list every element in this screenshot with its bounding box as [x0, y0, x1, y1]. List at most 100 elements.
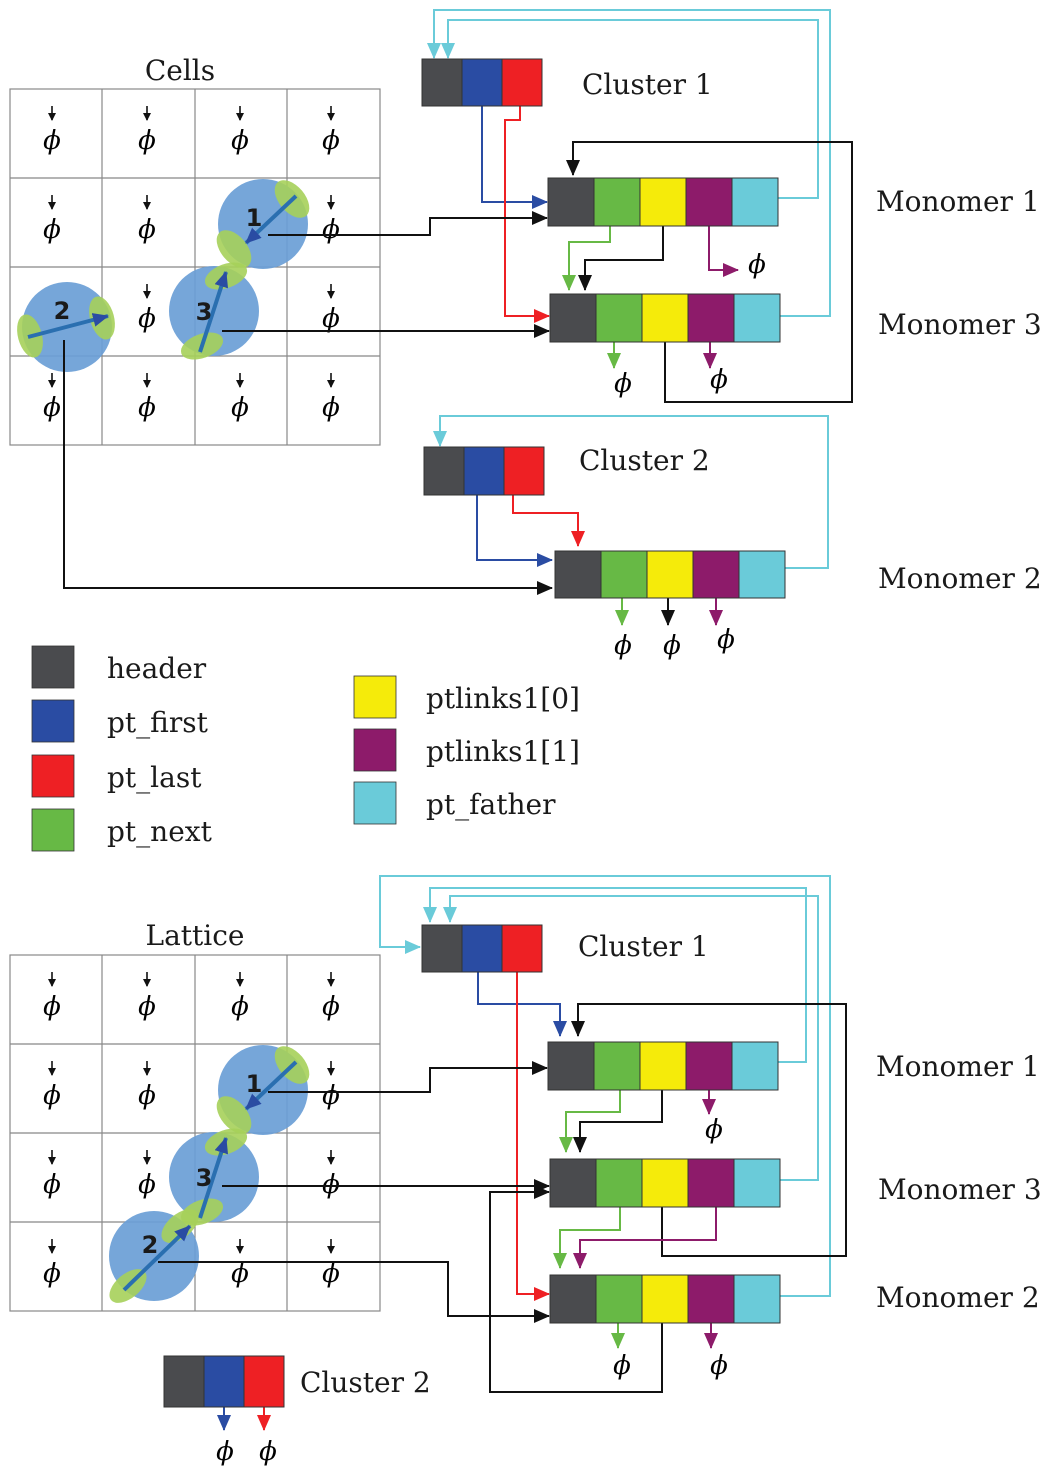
lattice-grid-title: Lattice	[146, 919, 245, 952]
top-monomer-3-struct-header-field	[549, 293, 597, 343]
particle-1-label: 1	[246, 1070, 263, 1098]
bottom-monomer-1-struct	[547, 1041, 779, 1091]
top-monomer-2-struct-pt_next-field	[600, 550, 648, 599]
bottom-monomer-2-struct-ptlinks0-field	[641, 1274, 689, 1324]
null-symbol: ϕ	[231, 126, 249, 156]
null-symbol: ϕ	[322, 1259, 340, 1289]
legend-label-header: header	[107, 652, 207, 685]
top-cluster-2-struct-pt_first-field	[463, 446, 505, 496]
bottom-cluster-2-struct-header-field	[163, 1355, 205, 1408]
legend-swatch-pt_father	[353, 781, 397, 825]
bottom-monomer-1-struct-ptlinks1-field	[685, 1041, 733, 1091]
null-symbol: ϕ	[138, 393, 156, 423]
legend-swatch-ptlinks1	[353, 728, 397, 772]
particle-3-label: 3	[196, 1164, 213, 1192]
legend-label-pt_father: pt_father	[426, 788, 556, 821]
top-monomer-3-struct-ptlinks1-field	[687, 293, 735, 343]
top-monomer-3-struct-pt_father-field	[733, 293, 781, 343]
bottom-cluster-2-struct	[163, 1355, 285, 1408]
null-symbol: ϕ	[231, 1259, 249, 1289]
null-symbol: ϕ	[322, 126, 340, 156]
legend-swatch-header	[31, 645, 75, 689]
null-symbol: ϕ	[322, 304, 340, 334]
top-monomer-2-label: Monomer 2	[878, 562, 1042, 595]
null-symbol: ϕ	[43, 393, 61, 423]
top-cluster-2-struct	[423, 446, 545, 496]
top-cluster-2-label: Cluster 2	[579, 444, 710, 477]
null-symbol: ϕ	[748, 250, 766, 280]
top-monomer-1-struct-ptlinks1-field	[685, 177, 733, 227]
null-symbol: ϕ	[322, 215, 340, 245]
cells-grid-title: Cells	[145, 54, 215, 87]
null-symbol: ϕ	[43, 1170, 61, 1200]
particle-2-label: 2	[142, 1231, 159, 1259]
top-monomer-2-struct-ptlinks1-field	[692, 550, 740, 599]
null-symbol: ϕ	[259, 1437, 277, 1467]
null-symbol: ϕ	[216, 1437, 234, 1467]
top-monomer-2-struct-pt_father-field	[738, 550, 786, 599]
top-monomer-1-struct	[547, 177, 779, 227]
null-symbol: ϕ	[717, 625, 735, 655]
bottom-monomer-3-struct-header-field	[549, 1158, 597, 1208]
top-cluster-1-struct	[421, 58, 543, 107]
bottom-cluster-1-struct-pt_first-field	[461, 924, 503, 973]
top-cluster-1-struct-header-field	[421, 58, 463, 107]
null-symbol: ϕ	[138, 1170, 156, 1200]
null-symbol: ϕ	[231, 393, 249, 423]
top-cluster-2-struct-pt_last-field	[503, 446, 545, 496]
legend-swatch-pt_first	[31, 699, 75, 743]
null-symbol: ϕ	[322, 393, 340, 423]
top-monomer-3-struct-ptlinks0-field	[641, 293, 689, 343]
bottom-monomer-3-struct	[549, 1158, 781, 1208]
null-symbol: ϕ	[231, 992, 249, 1022]
null-symbol: ϕ	[710, 365, 728, 395]
top-monomer-1-struct-pt_father-field	[731, 177, 779, 227]
bottom-monomer-1-struct-pt_next-field	[593, 1041, 641, 1091]
particle-3-top: 3	[169, 262, 259, 360]
null-symbol: ϕ	[663, 631, 681, 661]
bottom-monomer-1-struct-pt_father-field	[731, 1041, 779, 1091]
null-symbol: ϕ	[43, 1259, 61, 1289]
null-symbol: ϕ	[613, 1351, 631, 1381]
top-cluster-1-struct-pt_first-field	[461, 58, 503, 107]
null-symbol: ϕ	[614, 369, 632, 399]
legend-swatch-pt_next	[31, 808, 75, 852]
legend-label-pt_next: pt_next	[107, 815, 213, 848]
particle-2-bottom: 2	[109, 1209, 199, 1303]
null-symbol: ϕ	[138, 215, 156, 245]
null-symbol: ϕ	[43, 1081, 61, 1111]
top-monomer-3-struct	[549, 293, 781, 343]
top-cluster-1-struct-pt_last-field	[501, 58, 543, 107]
bottom-cluster-2-struct-pt_last-field	[243, 1355, 285, 1408]
bottom-cluster-2-label: Cluster 2	[300, 1366, 431, 1399]
bottom-pointer-links	[158, 875, 847, 1431]
legend-label-pt_last: pt_last	[107, 761, 202, 794]
null-symbol: ϕ	[43, 126, 61, 156]
bottom-monomer-2-struct-pt_father-field	[733, 1274, 781, 1324]
null-symbol: ϕ	[710, 1351, 728, 1381]
bottom-monomer-3-struct-pt_father-field	[733, 1158, 781, 1208]
bottom-monomer-3-struct-ptlinks1-field	[687, 1158, 735, 1208]
bottom-monomer-2-struct	[549, 1274, 781, 1324]
null-symbol: ϕ	[138, 126, 156, 156]
cells-grid	[9, 88, 381, 446]
null-symbol: ϕ	[322, 992, 340, 1022]
legend-label-ptlinks1: ptlinks1[1]	[426, 735, 580, 768]
particle-3-label: 3	[196, 298, 213, 326]
bottom-monomer-3-struct-pt_next-field	[595, 1158, 643, 1208]
null-symbol: ϕ	[43, 215, 61, 245]
top-cluster-2-struct-header-field	[423, 446, 465, 496]
top-monomer-2-struct	[554, 550, 786, 599]
bottom-cluster-2-struct-pt_first-field	[203, 1355, 245, 1408]
bottom-monomer-3-struct-ptlinks0-field	[641, 1158, 689, 1208]
null-symbol: ϕ	[614, 631, 632, 661]
particle-1-bottom: 1	[216, 1045, 310, 1135]
legend-label-ptlinks0: ptlinks1[0]	[426, 682, 580, 715]
bottom-cluster-1-label: Cluster 1	[578, 930, 709, 963]
bottom-monomer-1-label: Monomer 1	[876, 1050, 1040, 1083]
particle-1-label: 1	[246, 204, 263, 232]
top-monomer-1-struct-header-field	[547, 177, 595, 227]
top-monomer-1-label: Monomer 1	[876, 185, 1040, 218]
top-pointer-links	[63, 9, 853, 626]
top-monomer-2-struct-header-field	[554, 550, 602, 599]
